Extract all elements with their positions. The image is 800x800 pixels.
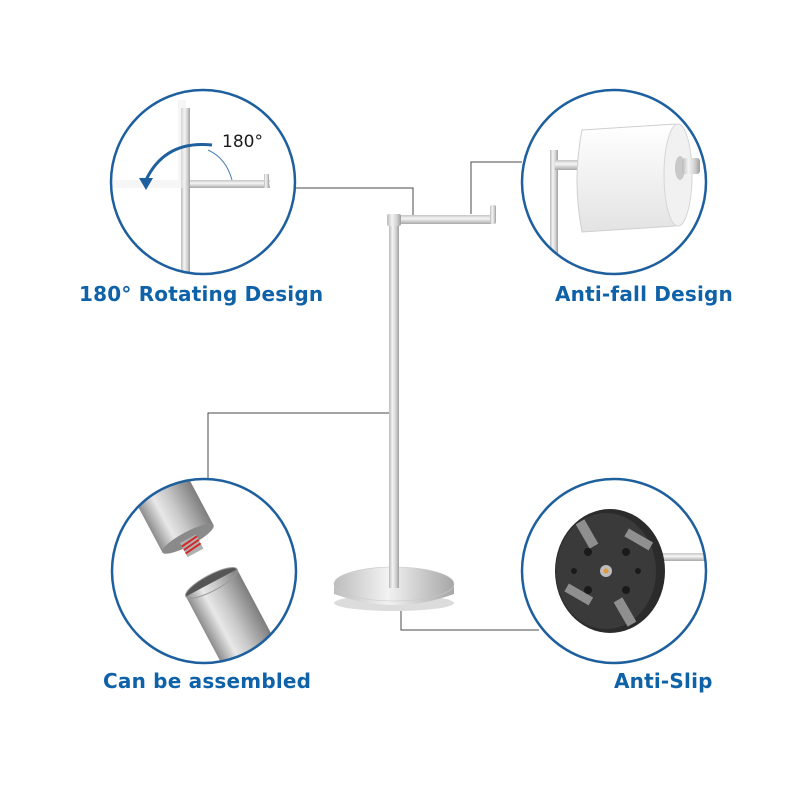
base-underside-detail-icon: [520, 477, 708, 665]
feature-label-anti-fall: Anti-fall Design: [555, 282, 733, 306]
connector-anti-fall: [470, 161, 522, 214]
stand-collar: [387, 214, 401, 226]
feature-label-assembled: Can be assembled: [103, 669, 312, 693]
rotating-arm-detail-icon: [109, 88, 297, 276]
connector-lines: [207, 161, 539, 631]
connector-rotating: [293, 187, 414, 218]
stand-arm: [396, 215, 492, 224]
connector-anti-slip: [400, 603, 539, 631]
feature-label-anti-slip: Anti-Slip: [614, 669, 713, 693]
connector-assembled: [207, 412, 391, 478]
stand-arm-tip: [490, 205, 496, 224]
stand-pole: [389, 218, 399, 588]
screw-joint-detail-icon: [110, 477, 298, 665]
rotation-angle-label: 180°: [222, 132, 263, 152]
toilet-paper-stand: [333, 205, 496, 611]
feature-label-rotating: 180° Rotating Design: [79, 282, 324, 306]
toilet-roll-detail-icon: [520, 88, 708, 276]
